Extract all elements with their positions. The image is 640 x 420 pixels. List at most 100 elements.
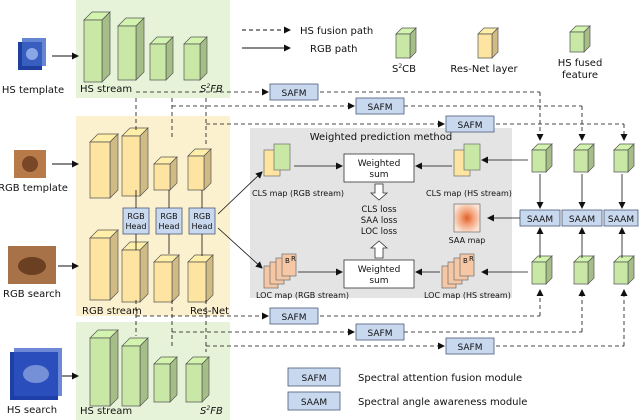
rgb-stream-label: RGB stream bbox=[82, 306, 142, 317]
saam-2: SAAM bbox=[561, 209, 603, 227]
hs-search-image bbox=[10, 348, 62, 400]
rgb-template-layer-2 bbox=[121, 127, 149, 197]
svg-text:SAFM: SAFM bbox=[282, 313, 307, 323]
safm-bottom-2: SAFM bbox=[355, 323, 405, 341]
cls-map-rgb bbox=[263, 143, 291, 177]
rgb-head-3: RGB Head bbox=[188, 207, 216, 235]
hs-bottom-layer-3 bbox=[153, 356, 178, 403]
loc-map-rgb: B R bbox=[263, 253, 297, 289]
svg-text:SAAM: SAAM bbox=[301, 398, 327, 408]
svg-text:SAFM: SAFM bbox=[458, 121, 483, 131]
legend-resnet-block bbox=[477, 27, 499, 59]
loc-up-arrow bbox=[369, 240, 389, 259]
legend-resnet-label: Res-Net layer bbox=[450, 64, 518, 75]
hs-stream-bottom-label: HS stream bbox=[80, 406, 132, 417]
svg-text:S2FB: S2FB bbox=[200, 405, 223, 417]
svg-text:RGB: RGB bbox=[160, 212, 177, 221]
saa-map-label: SAA map bbox=[449, 236, 486, 245]
svg-text:Weighted: Weighted bbox=[358, 265, 401, 275]
weighted-prediction-title: Weighted prediction method bbox=[310, 132, 453, 143]
saa-map bbox=[453, 203, 481, 233]
bottom-legend-saam: SAAM bbox=[287, 391, 341, 411]
legend-s2cb-block bbox=[395, 27, 417, 59]
svg-text:SAFM: SAFM bbox=[458, 343, 483, 353]
loc-map-rgb-label: LOC map (RGB stream) bbox=[256, 291, 349, 300]
hs-bottom-layer-4 bbox=[185, 356, 210, 403]
rgb-head-1: RGB Head bbox=[122, 207, 150, 235]
weighted-sum-bottom: Weighted sum bbox=[343, 259, 415, 289]
svg-text:sum: sum bbox=[369, 170, 388, 180]
s2fb-bottom-label: S2FB bbox=[200, 405, 223, 417]
rgb-template-label: RGB template bbox=[0, 183, 68, 194]
saam-1: SAAM bbox=[519, 209, 561, 227]
svg-text:sum: sum bbox=[369, 276, 388, 286]
s2fb-top-label: S2FB bbox=[200, 83, 223, 95]
safm-bottom-3: SAFM bbox=[445, 337, 495, 355]
hs-fused-feature-top-3 bbox=[613, 143, 635, 173]
svg-text:SAFM: SAFM bbox=[368, 329, 393, 339]
cls-loss-label: CLS loss bbox=[361, 205, 397, 215]
hs-bottom-layer-2 bbox=[121, 337, 149, 407]
bottom-legend-safm-desc: Spectral attention fusion module bbox=[358, 373, 522, 384]
hs-stream-top-label: HS stream bbox=[80, 84, 132, 95]
weighted-sum-top: Weighted sum bbox=[343, 153, 415, 183]
rgb-search-layer-3 bbox=[153, 254, 180, 303]
svg-text:SAAM: SAAM bbox=[527, 215, 553, 225]
svg-text:SAAM: SAAM bbox=[608, 215, 634, 225]
svg-text:S2CB: S2CB bbox=[392, 63, 416, 75]
hs-top-layer-4 bbox=[183, 36, 208, 81]
rgb-search-layer-2 bbox=[121, 241, 149, 303]
hs-fused-feature-top-2 bbox=[573, 143, 595, 173]
rgb-search-layer-1 bbox=[89, 229, 119, 301]
loc-loss-label: LOC loss bbox=[361, 227, 398, 237]
hs-top-layer-1 bbox=[83, 11, 111, 83]
rgb-head-2: RGB Head bbox=[155, 207, 183, 235]
svg-text:Head: Head bbox=[192, 222, 213, 231]
svg-text:S2FB: S2FB bbox=[200, 83, 223, 95]
rgb-search-image bbox=[8, 246, 56, 284]
safm-top-1: SAFM bbox=[269, 83, 319, 101]
svg-text:B: B bbox=[463, 257, 468, 265]
hs-fused-feature-bottom-1 bbox=[531, 255, 553, 285]
cls-map-hs bbox=[453, 143, 481, 177]
hs-fused-feature-bottom-3 bbox=[613, 255, 635, 285]
hs-top-layer-2 bbox=[117, 17, 145, 81]
hs-template-image bbox=[18, 38, 46, 70]
hs-search-label: HS search bbox=[7, 405, 57, 416]
svg-text:SAAM: SAAM bbox=[569, 215, 595, 225]
rgb-search-layer-4 bbox=[187, 254, 214, 303]
legend-fusion-label: HS fusion path bbox=[300, 26, 373, 37]
hs-top-layer-3 bbox=[149, 36, 174, 81]
svg-text:RGB: RGB bbox=[193, 212, 210, 221]
resnet-label: Res-Net bbox=[190, 306, 229, 317]
svg-text:Weighted: Weighted bbox=[358, 159, 401, 169]
rgb-template-layer-3 bbox=[153, 156, 178, 191]
svg-text:R: R bbox=[291, 255, 296, 263]
hs-template-label: HS template bbox=[2, 85, 64, 96]
legend-rgb-label: RGB path bbox=[310, 44, 357, 55]
cls-map-rgb-label: CLS map (RGB stream) bbox=[252, 189, 344, 198]
svg-text:SAFM: SAFM bbox=[282, 89, 307, 99]
legend-hs-fused-label-2: feature bbox=[562, 70, 598, 81]
hs-fused-feature-bottom-2 bbox=[573, 255, 595, 285]
legend-s2cb-label: S2CB bbox=[392, 63, 416, 75]
safm-top-3: SAFM bbox=[445, 115, 495, 133]
sum-down-arrow bbox=[369, 183, 389, 201]
saam-3: SAAM bbox=[603, 209, 639, 227]
svg-text:Head: Head bbox=[159, 222, 180, 231]
safm-top-2: SAFM bbox=[355, 97, 405, 115]
svg-text:SAFM: SAFM bbox=[302, 374, 327, 384]
head-to-loc-arrow bbox=[217, 227, 263, 269]
loc-map-hs: B R bbox=[441, 253, 475, 289]
bottom-legend-safm: SAFM bbox=[287, 367, 341, 387]
bottom-legend-saam-desc: Spectral angle awareness module bbox=[358, 397, 527, 408]
rgb-search-label: RGB search bbox=[3, 289, 61, 300]
cls-map-hs-label: CLS map (HS stream) bbox=[426, 189, 512, 198]
head-to-cls-arrow bbox=[217, 171, 263, 215]
hs-fused-feature-top-1 bbox=[531, 143, 553, 173]
svg-text:Head: Head bbox=[126, 222, 147, 231]
rgb-template-layer-4 bbox=[187, 148, 212, 191]
loc-map-hs-label: LOC map (HS stream) bbox=[424, 291, 511, 300]
svg-text:B: B bbox=[285, 257, 290, 265]
